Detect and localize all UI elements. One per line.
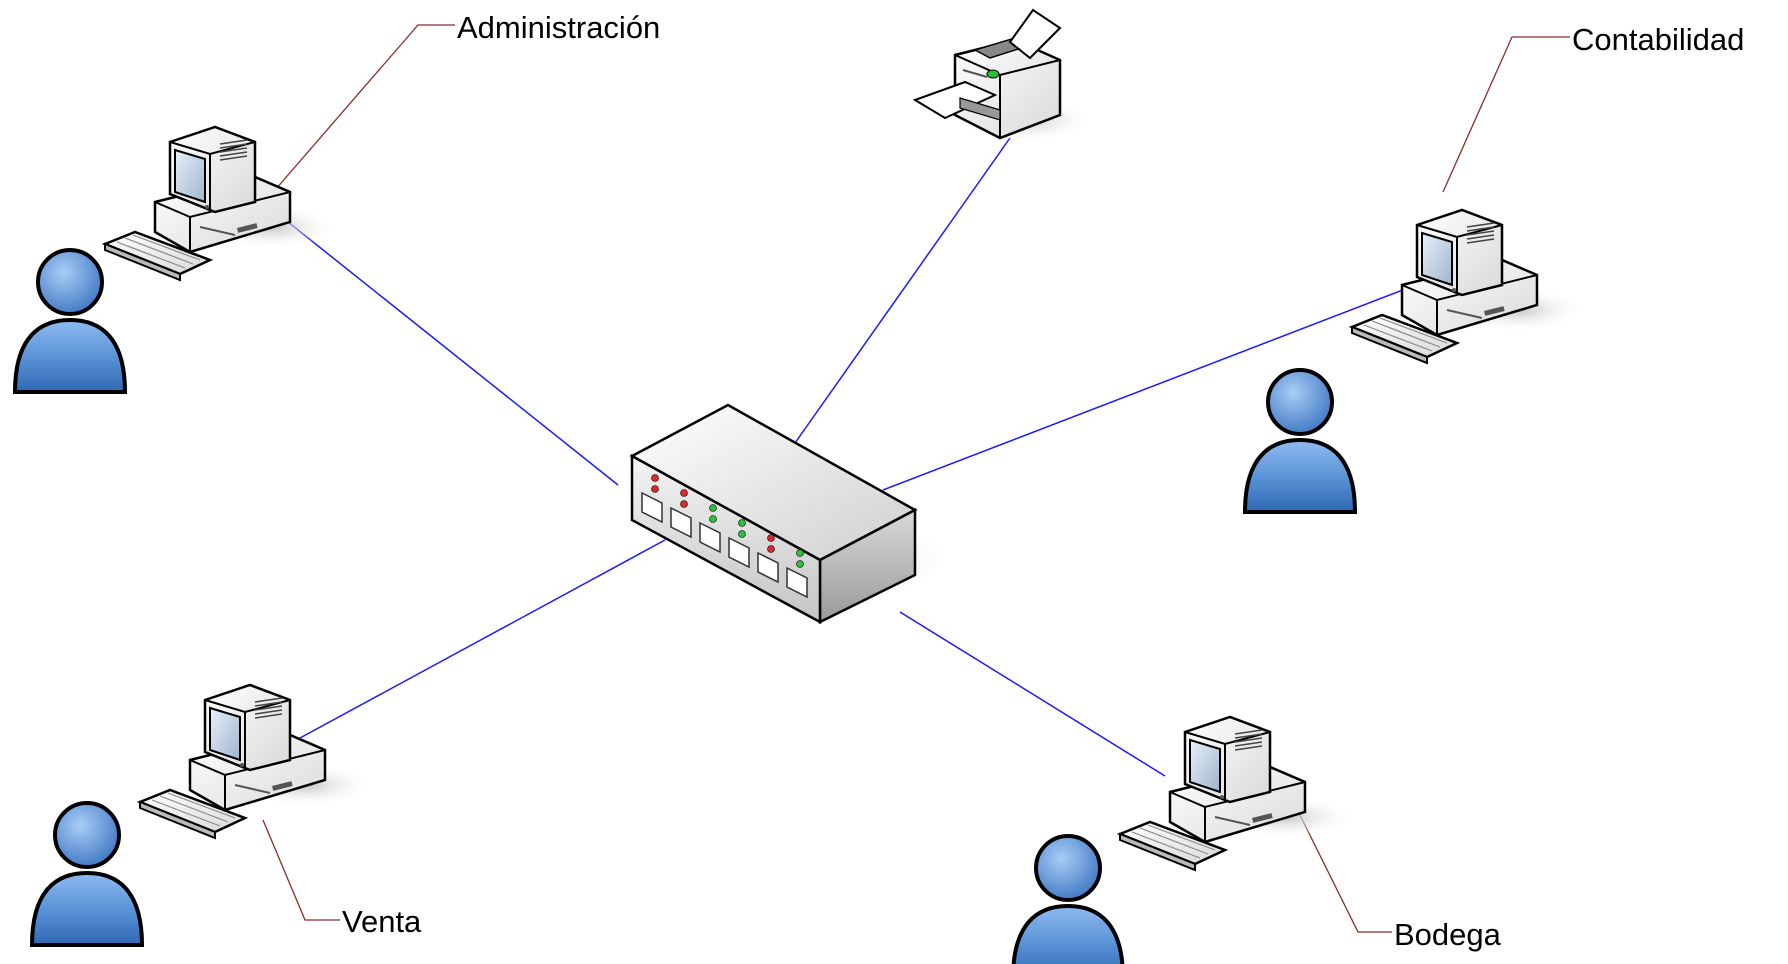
station-administracion: Administración: [13, 10, 660, 394]
leader-contabilidad: [1442, 36, 1570, 193]
link-printer: [794, 137, 1011, 444]
label-bodega: Bodega: [1394, 917, 1502, 952]
network-links: [287, 137, 1409, 777]
switch-leds: [651, 474, 804, 568]
printer-icon[interactable]: [912, 8, 1095, 142]
switch-ports: [641, 491, 808, 599]
link-bodega: [899, 611, 1166, 777]
leader-bodega: [1289, 794, 1392, 933]
network-switch-icon[interactable]: [629, 403, 955, 625]
station-contabilidad: Contabilidad: [1243, 22, 1744, 514]
computer-icon[interactable]: [138, 683, 377, 840]
label-leaders: [262, 24, 1570, 933]
computer-icon[interactable]: [103, 125, 342, 282]
computer-icon[interactable]: [1118, 715, 1357, 872]
user-icon: [1243, 368, 1357, 514]
label-venta: Venta: [342, 904, 422, 939]
station-bodega: Bodega: [1011, 715, 1502, 964]
user-icon: [30, 801, 144, 947]
label-administracion: Administración: [457, 10, 660, 45]
user-icon: [13, 248, 127, 394]
leader-administracion: [274, 24, 455, 191]
link-administracion: [287, 221, 619, 486]
computer-icon[interactable]: [1350, 208, 1589, 365]
leader-venta: [262, 819, 340, 921]
link-venta: [299, 539, 666, 739]
user-icon: [1011, 834, 1125, 964]
station-venta: Venta: [30, 683, 422, 947]
label-contabilidad: Contabilidad: [1572, 22, 1744, 57]
link-contabilidad: [882, 287, 1409, 491]
